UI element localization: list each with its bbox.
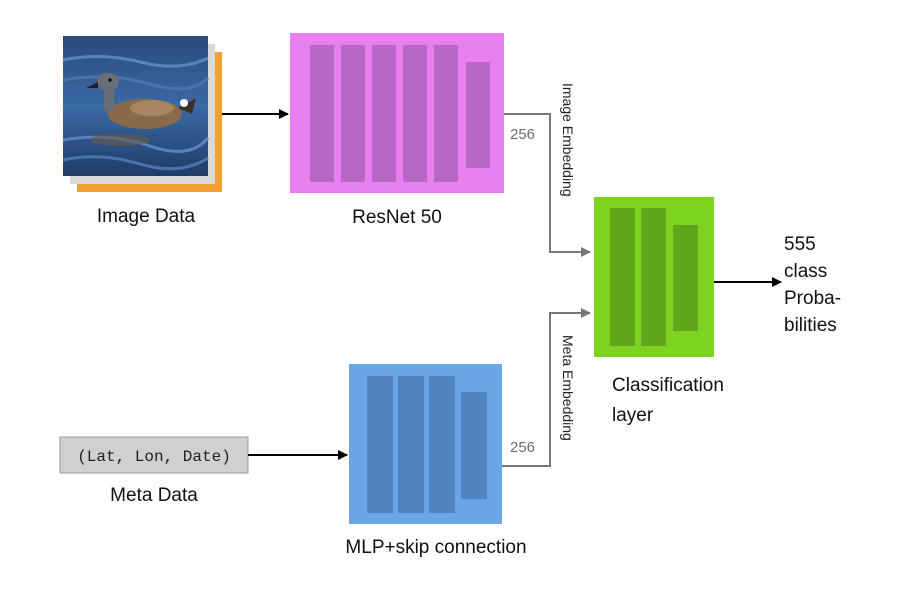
image-stack — [62, 36, 222, 192]
mlp-output-layer — [461, 392, 487, 499]
image-embedding-connector — [504, 113, 591, 257]
mlp-layer-1 — [367, 376, 393, 513]
mlp-layer-3 — [429, 376, 455, 513]
mlp-block — [349, 364, 502, 524]
resnet-output-layer — [466, 62, 490, 168]
meta-input-box — [59, 436, 249, 474]
resnet-block — [290, 33, 504, 193]
output-line-1: 555 — [784, 234, 816, 255]
resnet-layer-2 — [341, 45, 365, 182]
resnet-layer-4 — [403, 45, 427, 182]
meta-embedding-dim: 256 — [510, 439, 535, 456]
resnet-layer-5 — [434, 45, 458, 182]
mlp-label: MLP+skip connection — [345, 537, 526, 558]
meta-embedding-label: Meta Embedding — [560, 335, 576, 441]
classification-layer-1 — [610, 208, 635, 346]
classification-output-layer — [673, 225, 698, 331]
mlp-layer-2 — [398, 376, 424, 513]
classification-layer-2 — [641, 208, 666, 346]
classification-block — [594, 197, 714, 357]
image-embedding-label: Image Embedding — [560, 83, 576, 197]
meta-input-text: (Lat, Lon, Date) — [77, 448, 231, 466]
classification-label-line1: Classification — [612, 375, 724, 396]
output-line-2: class — [784, 261, 827, 282]
image-embedding-dim: 256 — [510, 126, 535, 143]
resnet-layer-3 — [372, 45, 396, 182]
output-line-4: bilities — [784, 315, 837, 336]
resnet-layer-1 — [310, 45, 334, 182]
meta-data-label: Meta Data — [110, 485, 198, 506]
output-line-3: Proba- — [784, 288, 841, 309]
duck-photo-icon — [62, 36, 210, 176]
image-data-label: Image Data — [97, 206, 196, 227]
classification-label-line2: layer — [612, 405, 654, 426]
meta-embedding-connector — [502, 308, 591, 467]
resnet-label: ResNet 50 — [352, 207, 442, 228]
